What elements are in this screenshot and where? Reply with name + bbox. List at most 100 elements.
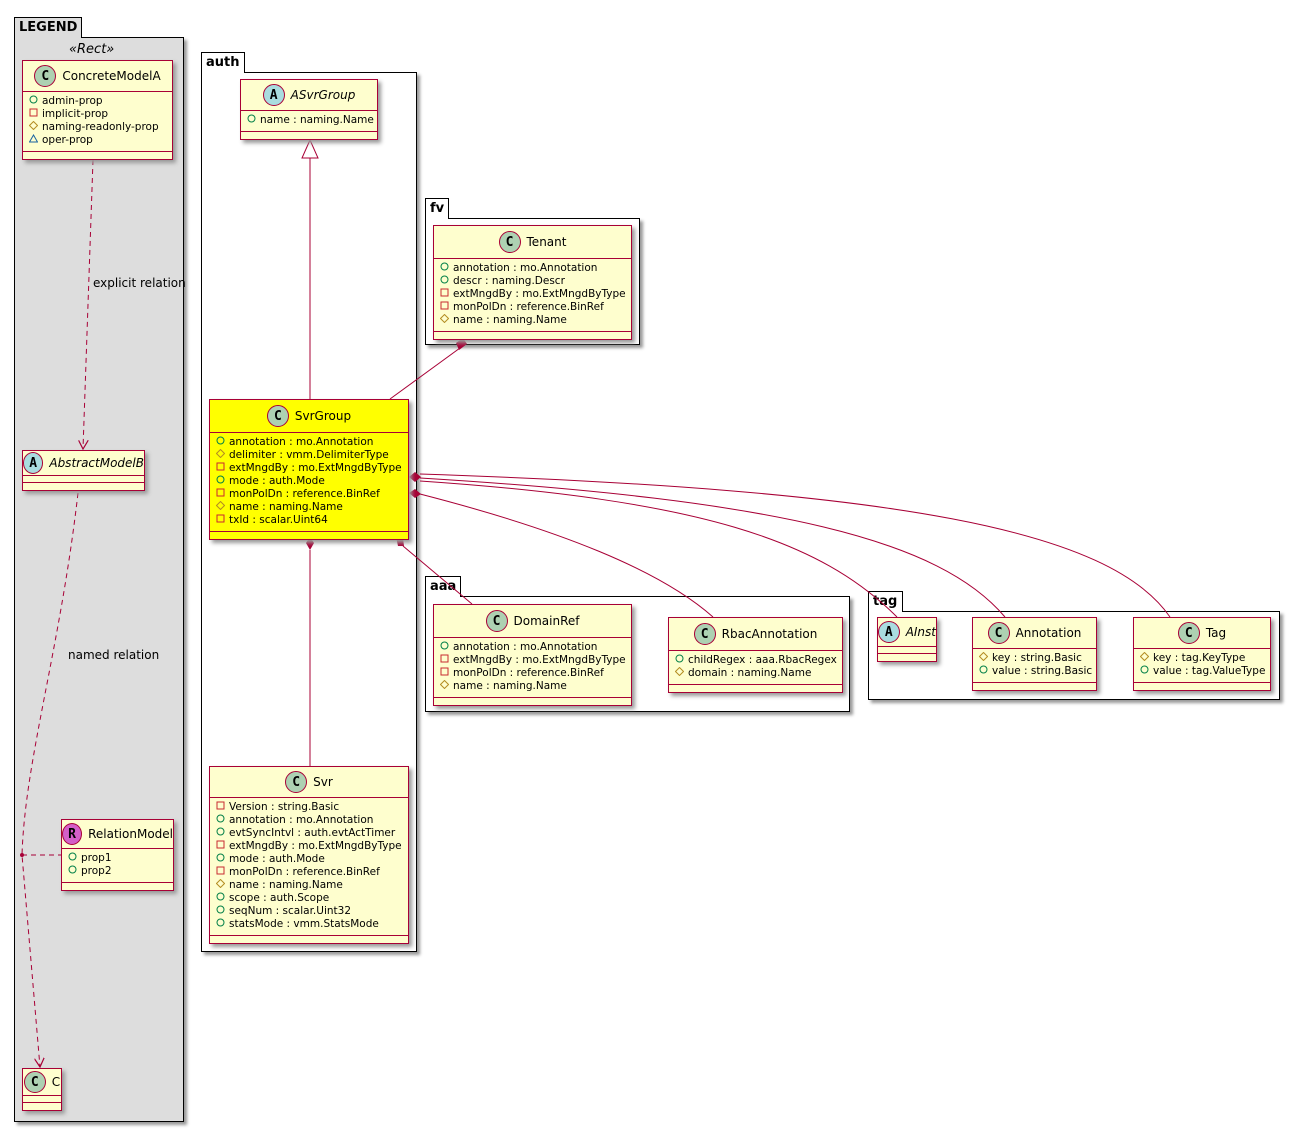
inheritance-triangle [301,138,319,159]
class-icon: C [693,623,716,645]
attribute: statsMode : vmm.StatsMode [216,918,402,931]
protected-visibility-icon [1139,651,1150,665]
attribute: name : naming.Name [215,500,402,514]
attribute-text: key : tag.KeyType [1153,652,1246,664]
attribute-text: name : naming.Name [229,501,343,513]
class-name: C [51,1075,61,1089]
private-visibility-icon [216,462,225,475]
private-visibility-icon [29,108,38,121]
explicit-relation-label: explicit relation [93,276,186,290]
attribute: value : tag.ValueType [1140,665,1265,678]
attribute-text: value : string.Basic [992,665,1093,677]
class-operations [669,685,842,692]
attribute-text: name : naming.Name [229,879,343,891]
class-attributes [878,647,936,654]
package-visibility-icon [28,133,39,147]
class-name: ConcreteModelA [62,69,161,83]
named-relation-label: named relation [68,648,160,662]
legend-stereotype: «Rect» [69,42,115,57]
attribute: monPolDn : reference.BinRef [216,488,402,501]
attribute-text: name : naming.Name [453,314,567,326]
attribute-text: scope : auth.Scope [229,892,330,904]
tenant-svrgroup-line [389,347,461,400]
attribute: txId : scalar.Uint64 [216,514,402,527]
public-visibility-icon [216,827,225,840]
private-visibility-icon [216,840,225,853]
attribute: naming-readonly-prop [28,120,166,134]
composition-diamond [409,472,421,482]
class-operations [434,332,631,339]
composition-diamond [456,338,467,350]
attribute-text: seqNum : scalar.Uint32 [229,905,352,917]
protected-visibility-icon [215,878,226,892]
class-operations [210,532,408,539]
class-name: Svr [313,775,333,789]
attribute-text: name : naming.Name [260,114,374,126]
attribute-text: descr : naming.Descr [453,275,565,287]
composition-diamond [306,537,314,550]
attribute-text: monPolDn : reference.BinRef [453,667,604,679]
private-visibility-icon [216,514,225,527]
attribute: key : string.Basic [978,651,1090,665]
private-visibility-icon [440,288,449,301]
attribute-text: admin-prop [42,95,103,107]
attribute: extMngdBy : mo.ExtMngdByType [216,840,402,853]
attribute: descr : naming.Descr [440,275,625,288]
public-visibility-icon [216,814,225,827]
attribute: monPolDn : reference.BinRef [440,667,625,680]
class-name: RbacAnnotation [721,627,818,641]
attribute: implicit-prop [29,108,166,121]
abstract-icon: A [262,84,285,106]
public-visibility-icon [68,865,77,878]
class-icon: C [987,622,1010,644]
attribute-text: naming-readonly-prop [42,121,159,133]
attribute: name : naming.Name [439,679,625,693]
attribute-text: evtSyncIntvl : auth.evtActTimer [229,827,396,839]
public-visibility-icon [216,918,225,931]
attribute: extMngdBy : mo.ExtMngdByType [216,462,402,475]
class-icon: C [34,65,57,87]
package-tab-auth: auth [201,52,245,73]
attribute: mode : auth.Mode [216,853,402,866]
public-visibility-icon [440,262,449,275]
relation-junction-dot [20,853,24,857]
attribute-text: annotation : mo.Annotation [229,436,374,448]
attribute-text: mode : auth.Mode [229,475,325,487]
package-tab-tag: tag [868,591,903,612]
private-visibility-icon [216,866,225,879]
class-operations [23,483,144,490]
package-tab-fv: fv [425,198,450,219]
attribute: extMngdBy : mo.ExtMngdByType [440,654,626,667]
attribute-text: mode : auth.Mode [229,853,325,865]
attribute-text: prop2 [81,865,112,877]
class-operations [241,132,377,139]
class-operations [23,1103,61,1110]
class-icon: C [498,231,521,253]
attribute: annotation : mo.Annotation [440,641,625,654]
